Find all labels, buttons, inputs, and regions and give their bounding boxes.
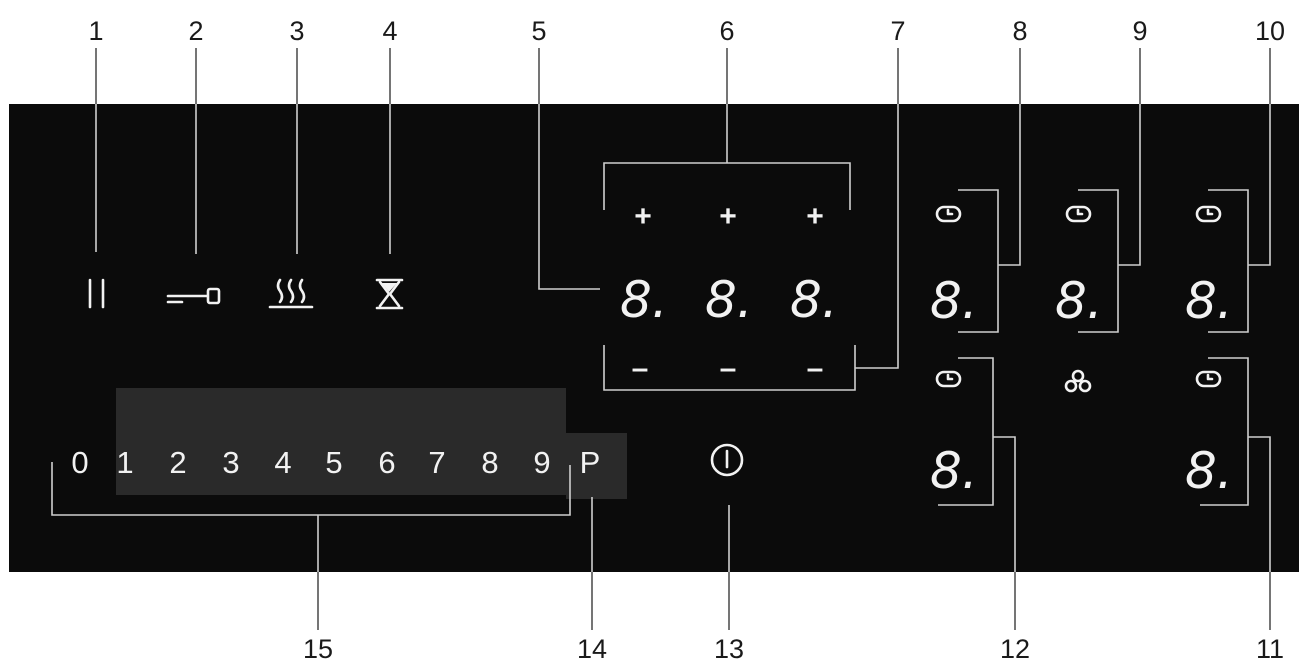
timer-brackets	[603, 162, 856, 391]
timer-display-digit-1: 8.	[620, 271, 668, 329]
key-lock-icon[interactable]	[166, 287, 221, 305]
slider-digit-4[interactable]: 4	[274, 445, 291, 480]
zone-display-front-left: 8.	[930, 272, 978, 330]
callout-7: 7	[890, 16, 905, 46]
zone-display-rear-right: 8.	[1185, 442, 1233, 500]
zone-brackets	[938, 189, 1249, 506]
callout-11: 11	[1256, 634, 1284, 664]
callout-5: 5	[531, 16, 546, 46]
callout-12: 12	[1000, 634, 1030, 664]
timer-minus-button-1[interactable]: –	[632, 352, 649, 385]
timer-plus-button-2[interactable]: +	[719, 200, 737, 233]
slider-digit-1[interactable]: 1	[116, 445, 133, 480]
zone-display-rear-left: 8.	[930, 442, 978, 500]
timer-display-digit-3: 8.	[790, 271, 838, 329]
timer-plus-button-1[interactable]: +	[634, 200, 652, 233]
panel-background	[9, 104, 1299, 572]
leader-lines-top	[95, 48, 1271, 104]
pause-icon[interactable]	[88, 278, 105, 309]
timer-plus-button-3[interactable]: +	[806, 200, 824, 233]
callout-10: 10	[1255, 16, 1285, 46]
hourglass-icon[interactable]	[375, 278, 404, 310]
timer-minus-button-3[interactable]: –	[807, 352, 824, 385]
callout-9: 9	[1132, 16, 1147, 46]
slider-digit-6[interactable]: 6	[378, 445, 395, 480]
callout-4: 4	[382, 16, 397, 46]
clock-icon[interactable]	[935, 205, 962, 223]
slider-digit-5[interactable]: 5	[325, 445, 342, 480]
timer-display-digit-2: 8.	[705, 271, 753, 329]
callout-2: 2	[188, 16, 203, 46]
slider-digit-2[interactable]: 2	[169, 445, 186, 480]
power-boost-highlight	[566, 433, 627, 499]
timer-minus-button-2[interactable]: –	[720, 352, 737, 385]
power-icon[interactable]	[710, 443, 744, 477]
slider-digit-3[interactable]: 3	[222, 445, 239, 480]
slider-digit-8[interactable]: 8	[481, 445, 498, 480]
zone-display-front-right: 8.	[1185, 272, 1233, 330]
slider-digit-7[interactable]: 7	[428, 445, 445, 480]
callout-6: 6	[719, 16, 734, 46]
clock-icon[interactable]	[1065, 205, 1092, 223]
clock-icon[interactable]	[1195, 205, 1222, 223]
zone-display-center: 8.	[1055, 272, 1103, 330]
slider-digit-9[interactable]: 9	[533, 445, 550, 480]
clock-icon[interactable]	[1195, 370, 1222, 388]
callout-1: 1	[88, 16, 103, 46]
callout-14: 14	[577, 634, 607, 664]
fan-icon[interactable]	[1064, 369, 1092, 393]
leader-lines-inside	[95, 104, 1271, 572]
callout-3: 3	[289, 16, 304, 46]
clock-icon[interactable]	[935, 370, 962, 388]
keep-warm-icon[interactable]	[268, 278, 314, 309]
power-boost-button[interactable]: P	[580, 445, 601, 480]
callout-13: 13	[714, 634, 744, 664]
callout-8: 8	[1012, 16, 1027, 46]
slider-bracket	[51, 462, 571, 516]
slider-digit-0[interactable]: 0	[71, 445, 88, 480]
callout-15: 15	[303, 634, 333, 664]
leader-lines-bottom	[317, 572, 1271, 630]
slider-highlight	[116, 388, 566, 495]
